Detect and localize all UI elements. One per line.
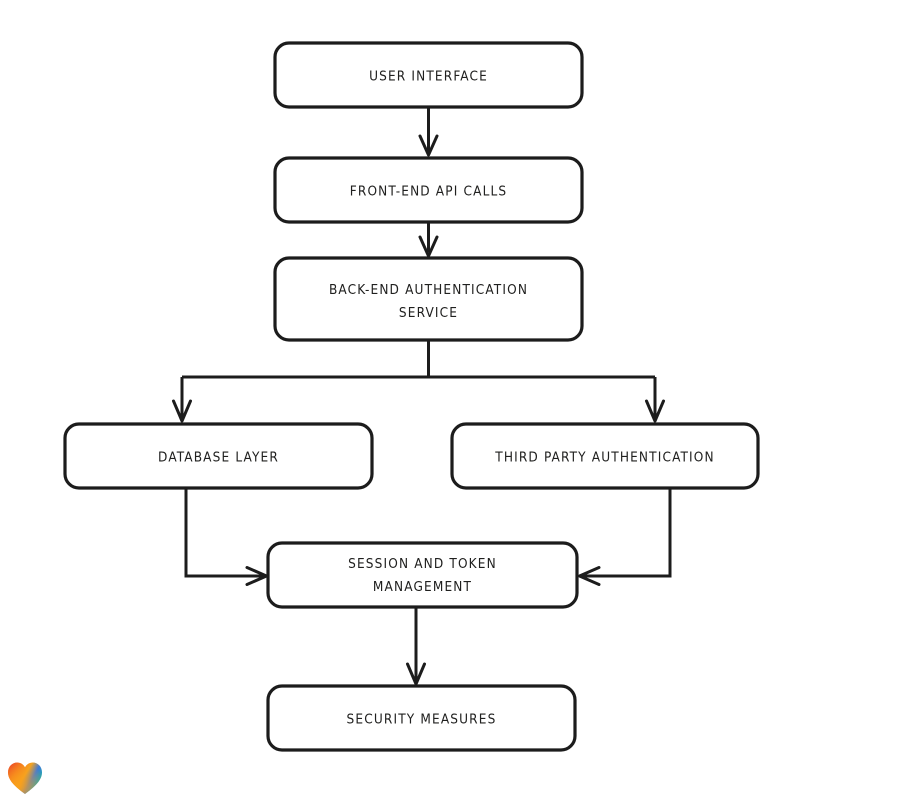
node-box-user-interface[interactable] xyxy=(273,41,584,109)
node-label-security-measures: SECURITY MEASURES xyxy=(347,712,497,728)
node-box-front-end-api-calls[interactable] xyxy=(273,156,584,224)
node-label-third-party-authentication: THIRD PARTY AUTHENTICATION xyxy=(494,450,714,466)
node-label-session-and-token-management-line1: SESSION AND TOKEN xyxy=(348,556,497,572)
edge-session-to-security xyxy=(406,607,426,686)
node-database-layer[interactable]: DATABASE LAYER xyxy=(63,422,374,490)
edge-backend-to-thirdparty xyxy=(645,377,665,423)
node-user-interface[interactable]: USER INTERFACE xyxy=(273,41,584,109)
node-front-end-api-calls[interactable]: FRONT-END API CALLS xyxy=(273,156,584,224)
node-label-back-end-authentication-service-line2: SERVICE xyxy=(399,305,458,321)
node-label-front-end-api-calls: FRONT-END API CALLS xyxy=(350,184,508,200)
edge-ui-to-frontend xyxy=(418,107,439,157)
node-session-and-token-management[interactable]: SESSION AND TOKEN MANAGEMENT xyxy=(266,541,579,609)
node-security-measures[interactable]: SECURITY MEASURES xyxy=(266,684,577,752)
edge-database-to-session xyxy=(184,488,268,586)
edge-frontend-to-backend xyxy=(418,222,439,258)
node-third-party-authentication[interactable]: THIRD PARTY AUTHENTICATION xyxy=(450,422,760,490)
node-box-back-end-authentication-service[interactable] xyxy=(273,256,584,342)
node-box-third-party-authentication[interactable] xyxy=(450,422,760,490)
heart-icon xyxy=(8,762,42,794)
node-box-security-measures[interactable] xyxy=(266,684,577,752)
edge-backend-branch-split xyxy=(182,340,655,379)
node-box-database-layer[interactable] xyxy=(63,422,374,490)
node-label-back-end-authentication-service-line1: BACK-END AUTHENTICATION xyxy=(329,282,528,298)
node-label-session-and-token-management-line2: MANAGEMENT xyxy=(373,579,472,595)
edge-backend-to-database xyxy=(172,377,192,423)
node-label-database-layer: DATABASE LAYER xyxy=(158,450,279,466)
node-label-user-interface: USER INTERFACE xyxy=(369,69,488,85)
node-box-session-and-token-management[interactable] xyxy=(266,541,579,609)
edge-thirdparty-to-session xyxy=(578,488,672,586)
node-back-end-authentication-service[interactable]: BACK-END AUTHENTICATION SERVICE xyxy=(273,256,584,342)
